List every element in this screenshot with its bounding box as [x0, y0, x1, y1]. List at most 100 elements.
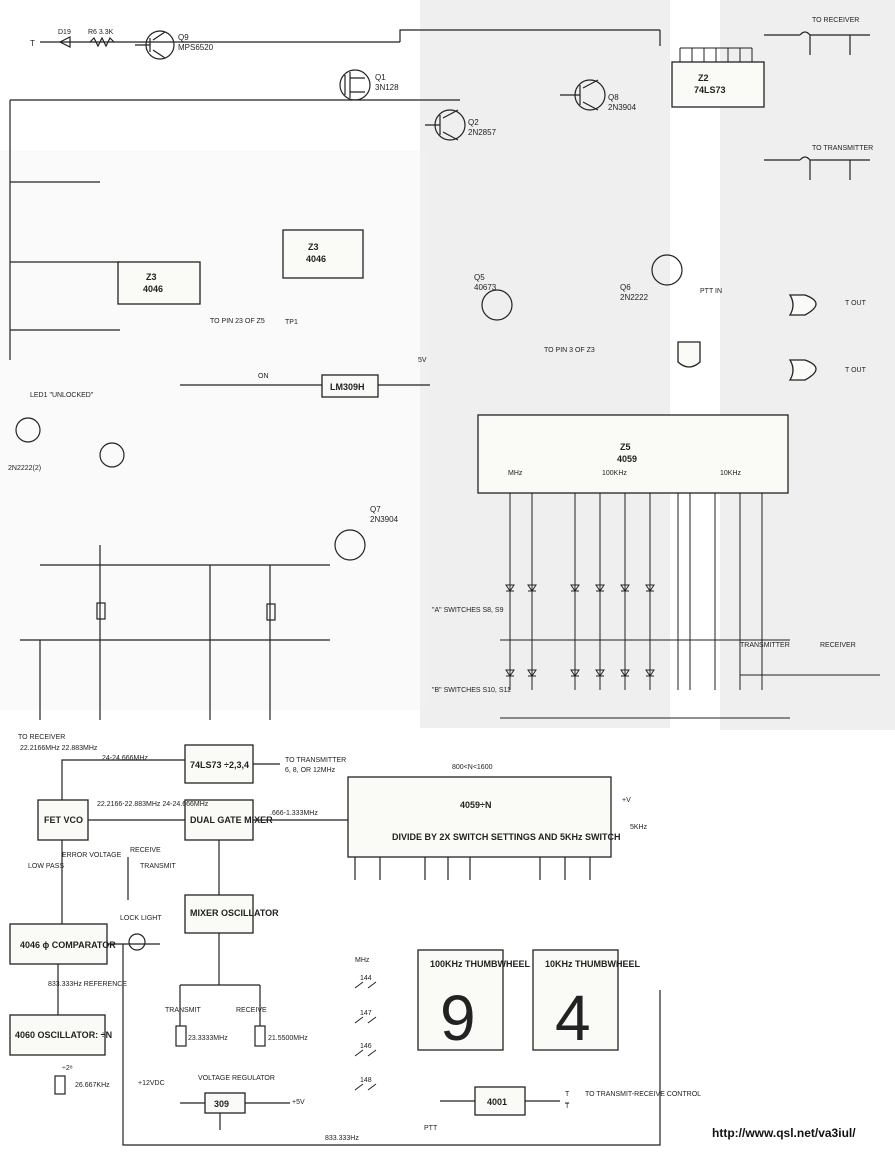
q7-transistor [334, 529, 366, 561]
divider-block [347, 776, 612, 858]
xtal-ref-label: 26.667KHz [75, 1082, 110, 1089]
receive-label: RECEIVE [130, 847, 161, 854]
transmitter-label: TRANSMITTER [740, 642, 790, 649]
svg-text:D19: D19 [58, 29, 71, 36]
switches-a-label: "A" SWITCHES S8, S9 [432, 607, 504, 614]
q3-transistor [99, 442, 125, 468]
error-voltage-label: ERROR VOLTAGE [62, 852, 122, 859]
unlocked-label: LED1 "UNLOCKED" [30, 392, 94, 399]
divider-sub-label: DIVIDE BY 2X SWITCH SETTINGS AND 5KHz SW… [392, 832, 621, 842]
thumb100-digit: 9 [440, 982, 476, 1054]
matrix-bus [500, 639, 880, 719]
reference-label: 833.333Hz REFERENCE [48, 981, 127, 988]
matrix-diode [645, 584, 655, 592]
t-out-1-label: T OUT [845, 300, 867, 307]
block-diagram: TO RECEIVER 22.2166MHz 22.883MHz FET VCO… [0, 728, 701, 1155]
diode-switch-matrix [500, 493, 880, 719]
mhz-option: 147 [360, 1010, 372, 1017]
mixer-out-label: .666-1.333MHz [270, 810, 318, 817]
thumb10-block [532, 949, 619, 1051]
lock-light-led [128, 933, 146, 951]
t-label: T [565, 1091, 570, 1098]
schematic-main: Q9 MPS6520 D19 R6 3.3K T Q1 3N128 Q2 2N2… [8, 17, 880, 720]
matrix-diode [620, 584, 630, 592]
lowpass-label: LOW PASS [28, 863, 64, 870]
mhz-switch[interactable] [354, 1016, 377, 1024]
matrix-diode [595, 584, 605, 592]
matrix-diode [505, 584, 515, 592]
svg-text:Q6: Q6 [620, 283, 631, 292]
nor-block [474, 1086, 526, 1116]
rx-sel-label: RECEIVE [236, 1007, 267, 1014]
source-url[interactable]: http://www.qsl.net/va3iul/ [712, 1126, 856, 1140]
thumb10-label: 10KHz THUMBWHEEL [545, 959, 641, 969]
q1-part: 3N128 [375, 83, 399, 92]
z2-ic [671, 61, 765, 108]
v5-label: 5V [418, 357, 427, 364]
z4-gate-2 [788, 359, 817, 381]
svg-text:4046: 4046 [143, 284, 163, 294]
q9-label: Q9 [178, 33, 189, 42]
mixer-in-label: 22.2166-22.883MHz 24-24.666MHz [97, 801, 209, 808]
div28-label: ÷2⁸ [62, 1065, 73, 1072]
xtal-tx-label: 23.3333MHz [188, 1035, 228, 1042]
matrix-diode [570, 584, 580, 592]
t-out-2-label: T OUT [845, 367, 867, 374]
q8-label: Q8 [608, 93, 619, 102]
mhz-option: 148 [360, 1077, 372, 1084]
mhz-option: 144 [360, 975, 372, 982]
fet-vco-label: FET VCO [44, 815, 83, 825]
svg-text:2N2222: 2N2222 [620, 293, 649, 302]
z5-label: Z5 [620, 442, 631, 452]
matrix-diode [505, 669, 515, 677]
y1-crystal [266, 603, 276, 621]
q1-transistor [339, 69, 371, 101]
y2-crystal [96, 602, 106, 620]
z2-part: 74LS73 [694, 85, 726, 95]
matrix-diode [527, 584, 537, 592]
mhz-switch[interactable] [354, 1049, 377, 1057]
mhz-switch[interactable] [354, 1083, 377, 1091]
khz100-group-label: 100KHz [602, 470, 627, 477]
z4-gate-3 [677, 341, 701, 368]
ref-crystal [54, 1075, 66, 1095]
svg-text:Q5: Q5 [474, 273, 485, 282]
svg-text:R6 3.3K: R6 3.3K [88, 29, 114, 36]
xtal-rx-label: 21.5500MHz [268, 1035, 308, 1042]
trc-label: TO TRANSMIT-RECEIVE CONTROL [585, 1091, 701, 1098]
v5-out-label: +5V [292, 1099, 305, 1106]
oscillator-block [9, 1014, 106, 1056]
bottom-freq-label: 833.333Hz [325, 1135, 359, 1142]
switches-b-label: "B" SWITCHES S10, S11 [432, 687, 511, 694]
svg-text:Z3: Z3 [146, 272, 157, 282]
z5-part: 4059 [617, 454, 637, 464]
z2-label: Z2 [698, 73, 709, 83]
svg-text:2N2222(2): 2N2222(2) [8, 465, 41, 472]
mixer-osc-block [184, 894, 254, 934]
thumb10-digit: 4 [555, 982, 591, 1054]
bd-rx-freqs: 22.2166MHz 22.883MHz [20, 745, 98, 752]
mhz-switch[interactable] [354, 981, 377, 989]
receiver-label: RECEIVER [820, 642, 856, 649]
z3-ic [117, 261, 201, 305]
z6-part: 4046 [306, 254, 326, 264]
z6-ic [282, 229, 364, 279]
tx-freqs-label: 6, 8, OR 12MHz [285, 767, 336, 774]
bd-to-receiver: TO RECEIVER [18, 734, 65, 741]
matrix-diode [620, 669, 630, 677]
tp1-label: TP1 [285, 319, 298, 326]
to-pin3-label: TO PIN 3 OF Z3 [544, 347, 595, 354]
to-receiver-label: TO RECEIVER [812, 17, 859, 24]
n-range-label: 800<N<1600 [452, 764, 493, 771]
tx-crystal [175, 1025, 187, 1047]
mhz-group-label: MHz [508, 470, 523, 477]
matrix-diode [570, 669, 580, 677]
q1-label: Q1 [375, 73, 386, 82]
regulator-label: VOLTAGE REGULATOR [198, 1075, 275, 1082]
q2-label: Q2 [468, 118, 479, 127]
tx-sel-label: TRANSMIT [165, 1007, 202, 1014]
matrix-diode [527, 669, 537, 677]
ls73-label: 74LS73 ÷2,3,4 [190, 760, 249, 770]
